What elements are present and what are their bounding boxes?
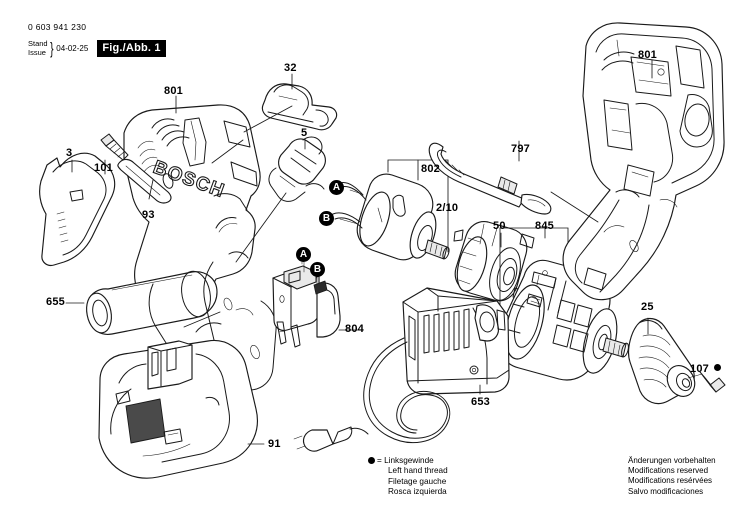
- callout-91: 91: [268, 438, 281, 450]
- part-32-cover-cap: [261, 83, 338, 131]
- callout-797: 797: [511, 143, 530, 155]
- modifications-legend: Änderungen vorbehalten Modifications res…: [628, 456, 716, 497]
- part-93-pin: [117, 158, 172, 204]
- callout-25: 25: [641, 301, 654, 313]
- issue-date: 04-02-25: [56, 44, 89, 53]
- stand-issue-labels: Stand Issue: [28, 39, 48, 57]
- callout-3: 3: [66, 147, 73, 159]
- callout-804: 804: [345, 323, 364, 335]
- callout-801-right: 801: [638, 49, 657, 61]
- connector-marker-motor-a: A: [329, 180, 344, 195]
- legend-thread-es: Rosca izquierda: [388, 487, 447, 497]
- callout-101: 101: [94, 162, 113, 174]
- part-50-gear-housing: [453, 221, 535, 302]
- legend-equals: =: [377, 456, 382, 465]
- left-hand-thread-dot-107: [714, 364, 721, 371]
- modifications-de: Änderungen vorbehalten: [628, 456, 716, 465]
- part-25-chuck: [628, 317, 696, 405]
- part-804-switch: [272, 251, 341, 348]
- legend-thread-de: Linksgewinde: [384, 456, 434, 465]
- part-3-side-cover: [39, 152, 116, 267]
- torque-collar-ribs: [552, 299, 593, 353]
- modifications-es: Salvo modificaciones: [628, 486, 704, 496]
- part-101-screw: [100, 133, 129, 161]
- callout-5: 5: [301, 127, 308, 139]
- part-107-chuck-screw: [687, 371, 726, 393]
- callout-107: 107: [690, 363, 709, 375]
- left-hand-thread-legend: = Linksgewinde Left hand thread Filetage…: [368, 456, 448, 498]
- ab-connector-leaders: [303, 189, 363, 286]
- part-5-belt-clip: [268, 136, 326, 202]
- issue-label: Issue: [28, 47, 46, 57]
- callout-leader-lines: [65, 59, 653, 445]
- stand-label: Stand: [28, 39, 48, 48]
- part-655-handle-grip: [86, 270, 218, 335]
- legend-thread-row-de: = Linksgewinde: [368, 456, 448, 466]
- part-802-motor: [328, 159, 450, 261]
- legend-thread-en: Left hand thread: [388, 466, 448, 476]
- part-797-wrist-strap: [428, 142, 552, 215]
- connector-marker-switch-a: A: [296, 247, 311, 262]
- brace-glyph: }: [49, 38, 54, 58]
- callout-845: 845: [535, 220, 554, 232]
- figure-badge: Fig./Abb. 1: [97, 40, 166, 57]
- part-801-right-housing-half: [562, 22, 725, 301]
- part-91-battery-pack: [98, 339, 258, 479]
- callout-50: 50: [493, 220, 506, 232]
- legend-thread-fr: Filetage gauche: [388, 476, 447, 486]
- callout-32: 32: [284, 62, 297, 74]
- modifications-en: Modifications reserved: [628, 466, 709, 476]
- connector-marker-switch-b: B: [310, 262, 325, 277]
- part-653-charger: [293, 287, 510, 452]
- callout-2-10: 2/10: [436, 202, 459, 214]
- callout-655: 655: [46, 296, 65, 308]
- callout-801-left: 801: [164, 85, 183, 97]
- callout-653: 653: [471, 396, 490, 408]
- header-issue-row: Stand Issue } 04-02-25 Fig./Abb. 1: [28, 38, 166, 58]
- charger-vent-fins: [423, 308, 470, 354]
- callout-802: 802: [421, 163, 440, 175]
- modifications-fr: Modifications resérvées: [628, 476, 713, 486]
- connector-marker-motor-b: B: [319, 211, 334, 226]
- part-801-left-housing-half: BOSCH: [123, 104, 261, 320]
- callout-93: 93: [142, 209, 155, 221]
- part-number: 0 603 941 230: [28, 22, 87, 32]
- filled-circle-icon: [368, 457, 375, 464]
